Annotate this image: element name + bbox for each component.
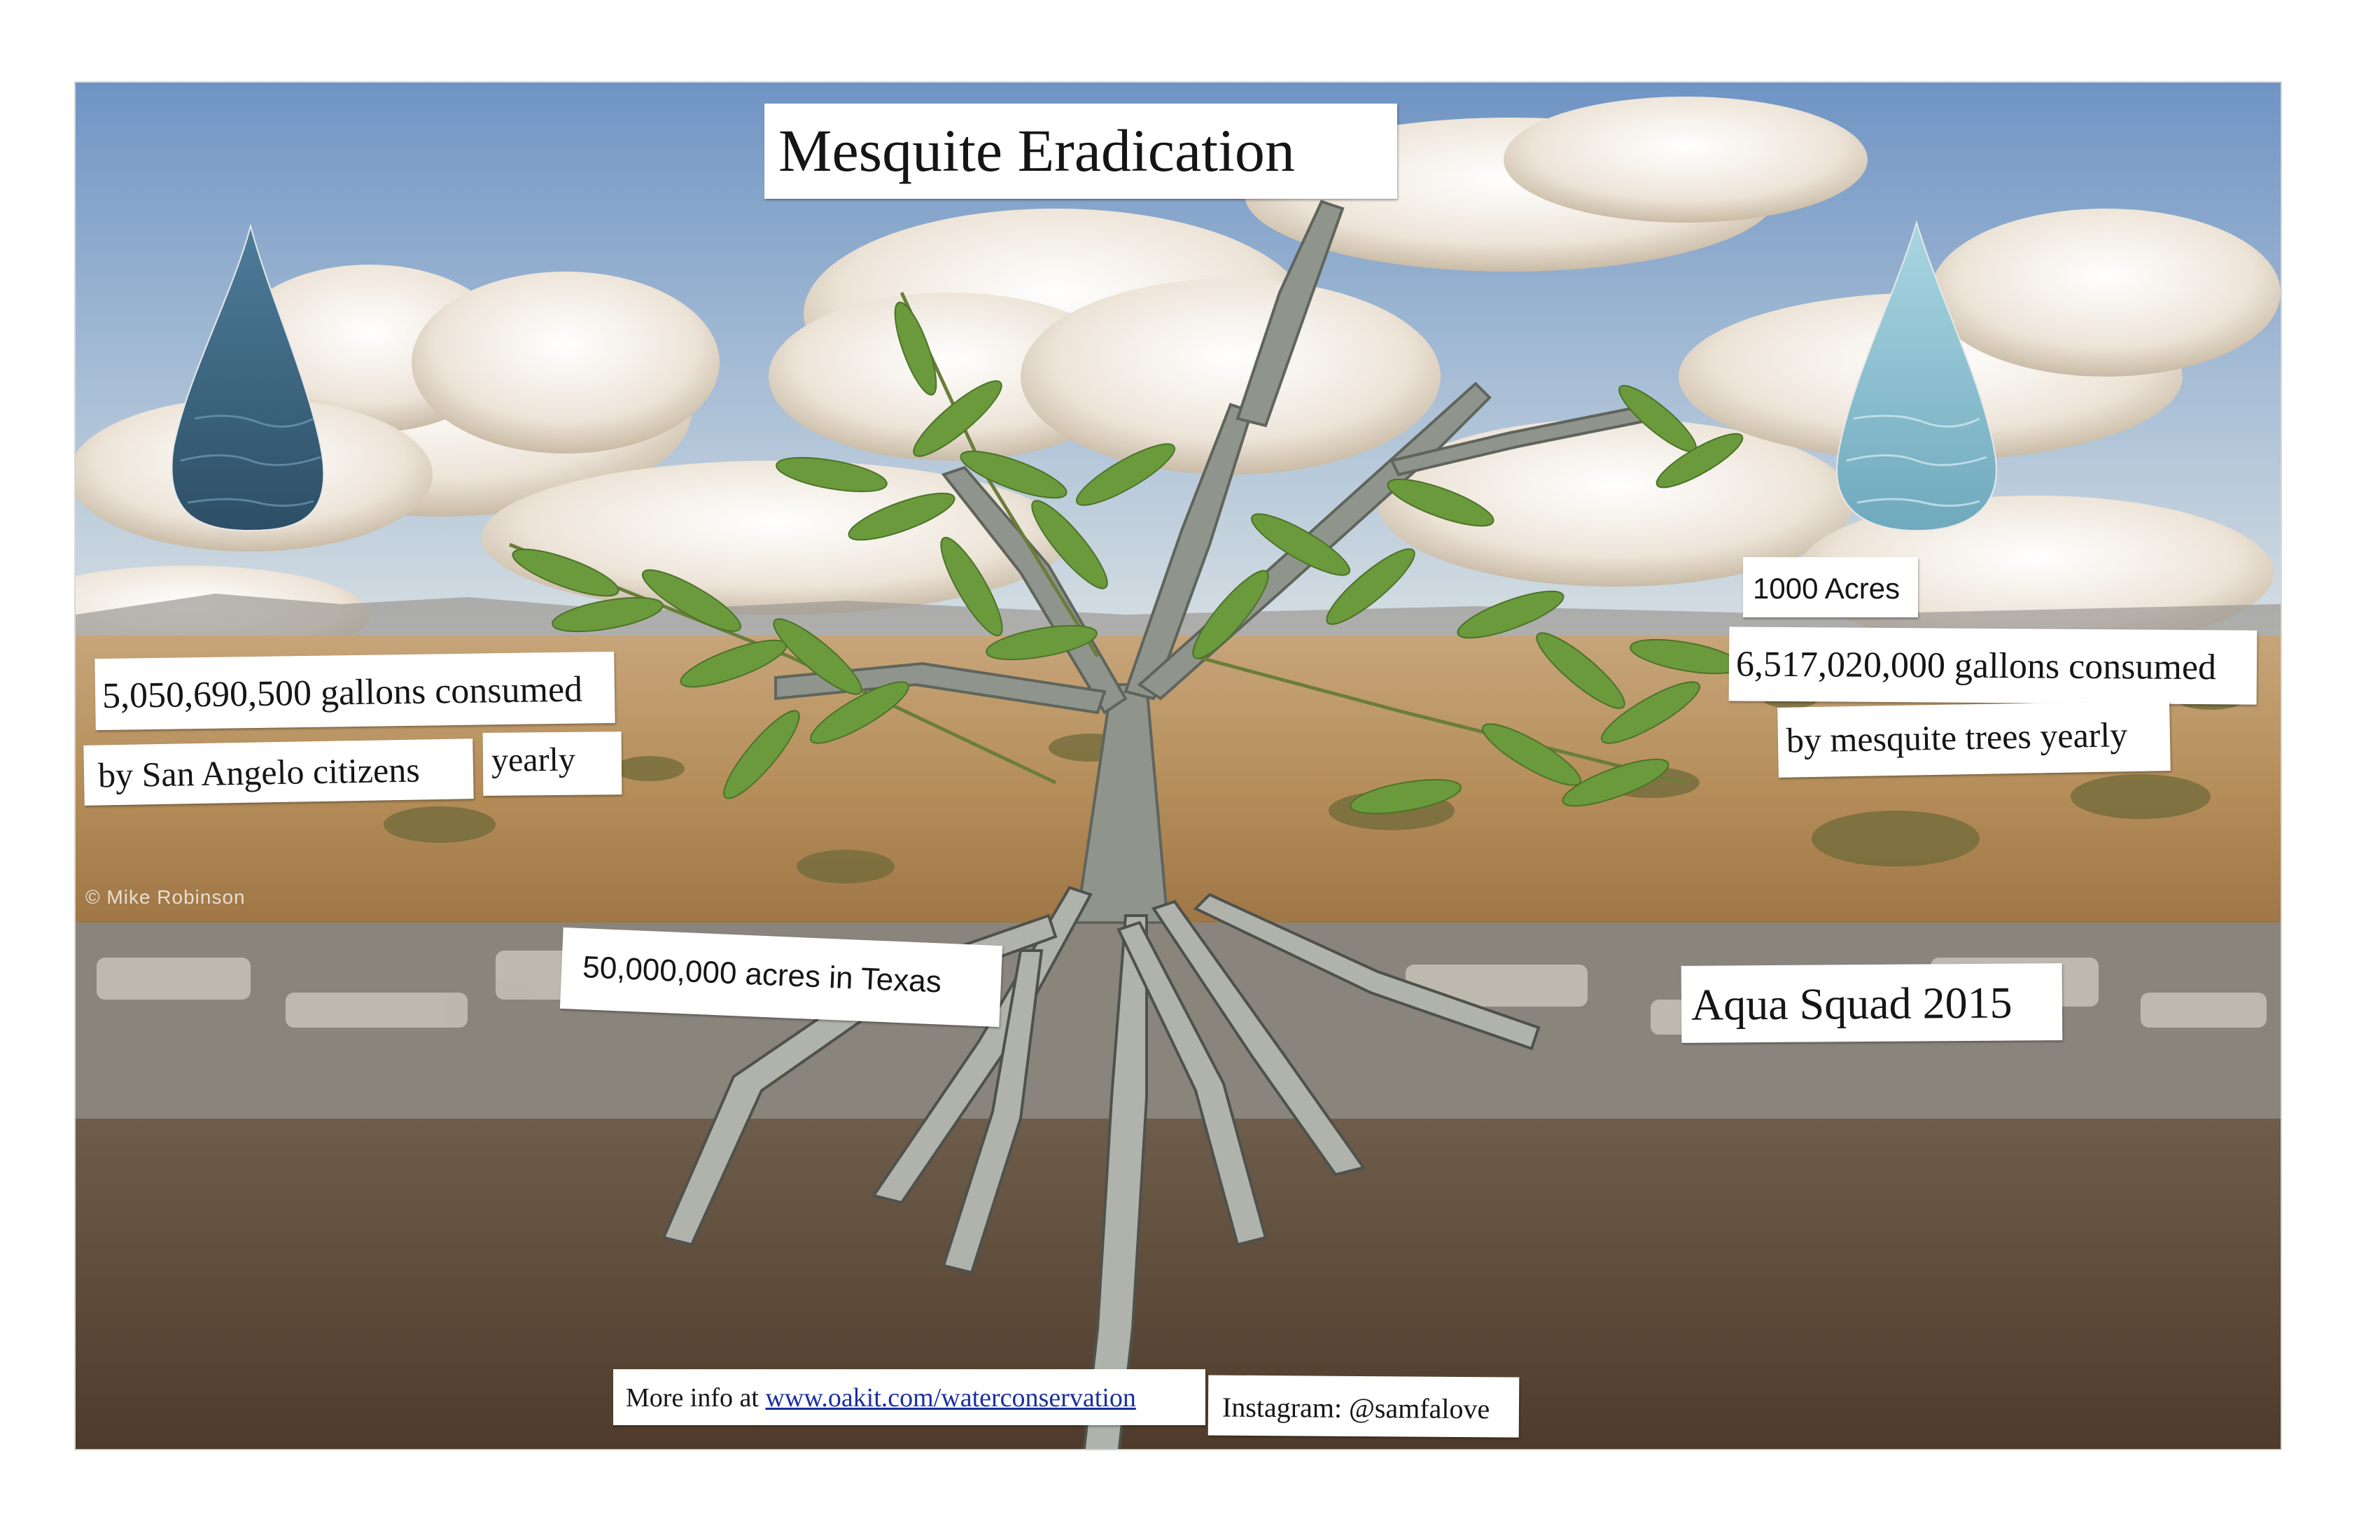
left-stat-line3: yearly — [482, 732, 622, 796]
water-conservation-link[interactable]: www.oakit.com/waterconservation — [765, 1383, 1136, 1413]
right-stat-acres: 1000 Acres — [1743, 557, 1918, 617]
left-stat-line1: 5,050,690,500 gallons consumed — [94, 651, 615, 731]
more-info-label: More info at www.oakit.com/waterconserva… — [613, 1369, 1205, 1425]
poster-title: Mesquite Eradication — [764, 104, 1397, 199]
left-stat-line2: by San Angelo citizens — [83, 738, 474, 806]
instagram-label: Instagram: @samfalove — [1208, 1375, 1520, 1438]
water-drop-right — [1836, 220, 1997, 532]
collage-artwork — [76, 83, 2281, 1449]
mesquite-roots — [662, 886, 1541, 1449]
more-info-prefix: More info at — [626, 1383, 766, 1413]
photo-credit: © Mike Robinson — [85, 886, 246, 908]
right-stat-line2: by mesquite trees yearly — [1777, 701, 2171, 778]
collage-scene: © Mike Robinson — [76, 83, 2281, 1449]
team-label: Aqua Squad 2015 — [1681, 963, 2063, 1043]
mesquite-leaves — [509, 291, 1744, 815]
right-stat-line1: 6,517,020,000 gallons consumed — [1728, 626, 2258, 705]
water-drop-left — [171, 223, 325, 532]
